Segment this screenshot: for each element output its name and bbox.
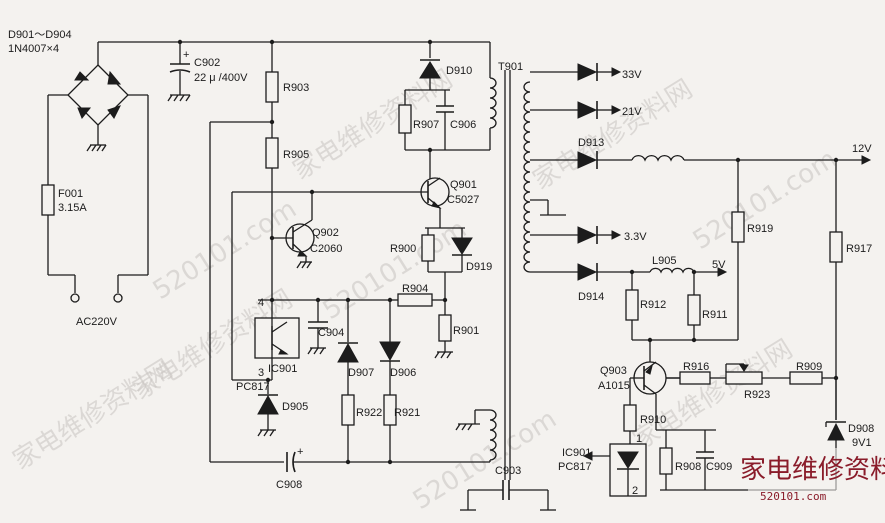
fuse-f001 bbox=[41, 184, 55, 216]
resistor-label: R904 bbox=[402, 283, 428, 295]
fuse-label: F001 bbox=[58, 188, 83, 200]
resistor-label: R901 bbox=[453, 325, 479, 337]
ac-input: F001 3.15A AC220V bbox=[41, 95, 149, 328]
fuse-rating: 3.15A bbox=[58, 202, 87, 214]
diode-label: D914 bbox=[578, 291, 604, 303]
capacitor-label: C904 bbox=[318, 327, 344, 339]
capacitor-value: 22 μ /400V bbox=[194, 72, 248, 84]
resistor-label: R921 bbox=[394, 407, 420, 419]
capacitor-label: C903 bbox=[495, 465, 521, 477]
output-voltage: 33V bbox=[622, 69, 642, 81]
site-logo: 家电维修资料网 520101.com bbox=[740, 448, 885, 520]
ac-input-label: AC220V bbox=[76, 316, 118, 328]
resistor-label: R916 bbox=[683, 361, 709, 373]
ic-label: IC901 bbox=[562, 447, 591, 459]
bridge-outline bbox=[67, 64, 129, 126]
diode-label: D910 bbox=[446, 65, 472, 77]
resistor-label: R903 bbox=[283, 82, 309, 94]
output-3v3: 3.3V bbox=[530, 226, 647, 244]
transformer-secondary bbox=[523, 81, 566, 273]
diode-symbol bbox=[107, 70, 122, 85]
watermark-text: 家电维修资料网 bbox=[528, 74, 698, 196]
diode-symbol bbox=[107, 105, 121, 119]
ic-type: PC817 bbox=[236, 381, 270, 393]
diode-label: D913 bbox=[578, 137, 604, 149]
transistor-type: C2060 bbox=[310, 243, 342, 255]
inductor-label: L905 bbox=[652, 255, 676, 267]
optocoupler-phototransistor bbox=[254, 317, 300, 359]
transistor-label: Q901 bbox=[450, 179, 477, 191]
bridge-rectifier: D901～D904 1N4007×4 bbox=[8, 29, 148, 152]
ic-label: IC901 bbox=[268, 363, 297, 375]
diode-symbol bbox=[74, 71, 90, 81]
logo-url: 520101.com bbox=[760, 490, 827, 503]
capacitor-label: C908 bbox=[276, 479, 302, 491]
output-voltage: 5V bbox=[712, 259, 726, 271]
output-voltage: 12V bbox=[852, 143, 872, 155]
watermark-text: 520101.com bbox=[408, 404, 562, 516]
ic-type: PC817 bbox=[558, 461, 592, 473]
transistor-type: C5027 bbox=[447, 194, 479, 206]
plus-sign: + bbox=[297, 446, 303, 458]
resistor-label: R908 bbox=[675, 461, 701, 473]
resistor-label: R907 bbox=[413, 119, 439, 131]
resistor-label: R905 bbox=[283, 149, 309, 161]
resistor-label: R909 bbox=[796, 361, 822, 373]
capacitor-label: C906 bbox=[450, 119, 476, 131]
ac-terminal bbox=[113, 293, 123, 303]
watermark-text: 520101.com bbox=[688, 144, 842, 256]
output-12v: D913 12V bbox=[530, 137, 872, 169]
pin-label: 3 bbox=[258, 367, 264, 379]
snubber-network: D910 R907 C906 bbox=[398, 42, 490, 178]
pin-label: 2 bbox=[632, 485, 638, 497]
bridge-type: 1N4007×4 bbox=[8, 43, 59, 55]
resistor-label: R900 bbox=[390, 243, 416, 255]
capacitor-label: C902 bbox=[194, 57, 220, 69]
output-voltage: 3.3V bbox=[624, 231, 647, 243]
bridge-label: D901～D904 bbox=[8, 29, 72, 41]
primary-switch: Q901 C5027 R900 D919 Q902 C2060 bbox=[210, 177, 497, 491]
watermark-text: 家电维修资料网 bbox=[628, 334, 798, 456]
zener-value: 9V1 bbox=[852, 437, 872, 449]
transformer-primary: T901 bbox=[489, 42, 523, 480]
resistor-label: R923 bbox=[744, 389, 770, 401]
resistor-label: R922 bbox=[356, 407, 382, 419]
capacitor-c902: + C902 22 μ /400V bbox=[167, 42, 248, 102]
pin-label: 1 bbox=[636, 433, 642, 445]
resistor-label: R910 bbox=[640, 414, 666, 426]
output-21v: 21V bbox=[530, 101, 642, 119]
resistor-label: R919 bbox=[747, 223, 773, 235]
ac-terminal bbox=[70, 293, 80, 303]
diode-label: D919 bbox=[466, 261, 492, 273]
resistor-label: R917 bbox=[846, 243, 872, 255]
pin-label: 4 bbox=[258, 297, 264, 309]
transistor-type: A1015 bbox=[598, 380, 630, 392]
resistor-label: R912 bbox=[640, 299, 666, 311]
transistor-label: Q902 bbox=[312, 227, 339, 239]
output-voltage: 21V bbox=[622, 106, 642, 118]
resistor-label: R911 bbox=[702, 309, 727, 321]
capacitor-c903: C903 bbox=[460, 465, 556, 511]
diode-label: D906 bbox=[390, 367, 416, 379]
plus-sign: + bbox=[183, 49, 189, 61]
feedback-network: R919 R917 R912 R911 Q903 A1015 R910 bbox=[558, 160, 874, 497]
logo-text: 家电维修资料网 bbox=[740, 455, 885, 485]
diode-symbol bbox=[77, 107, 92, 119]
output-33v: 33V bbox=[530, 63, 642, 81]
diode-label: D907 bbox=[348, 367, 374, 379]
zener-label: D908 bbox=[848, 423, 874, 435]
watermark-text: 520101.com bbox=[318, 214, 472, 326]
capacitor-label: C909 bbox=[706, 461, 732, 473]
start-resistors: R903 R905 bbox=[209, 42, 309, 462]
transistor-label: Q903 bbox=[600, 365, 627, 377]
diode-label: D905 bbox=[282, 401, 308, 413]
transformer-label: T901 bbox=[498, 61, 523, 73]
